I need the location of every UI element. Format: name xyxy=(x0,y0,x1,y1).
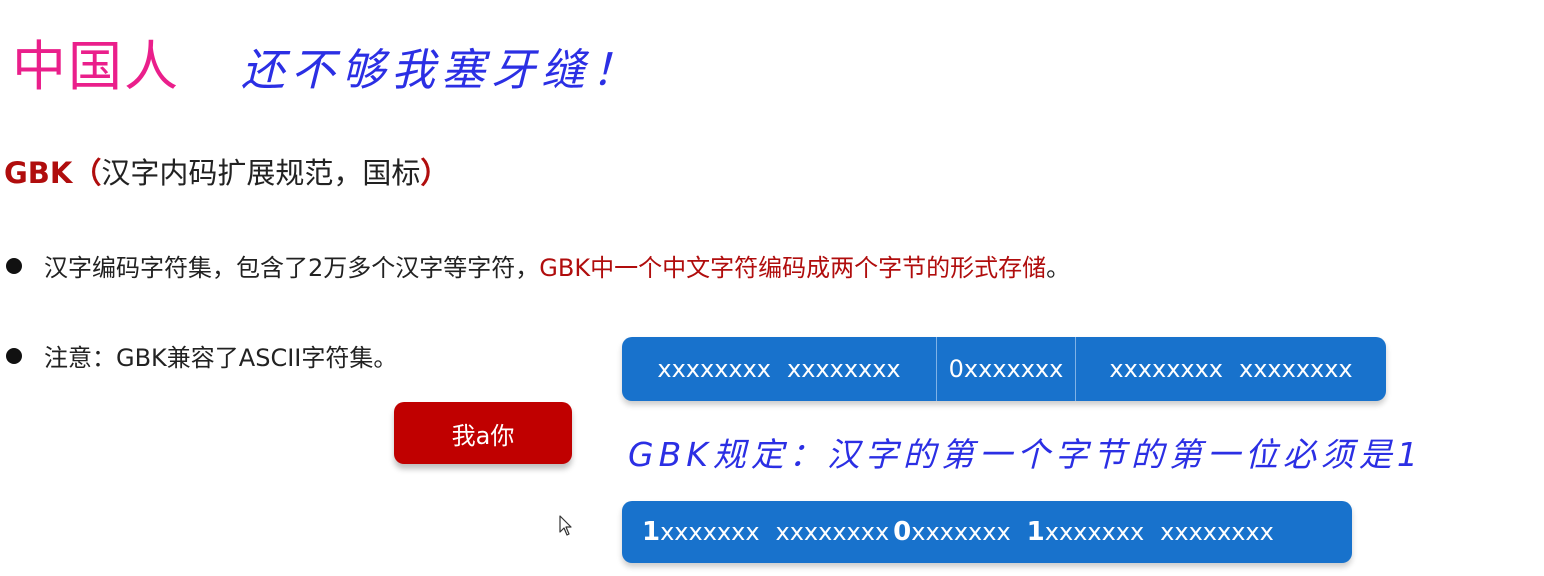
example-text-button[interactable]: 我a你 xyxy=(394,402,572,464)
section-heading: GBK（汉字内码扩展规范，国标） xyxy=(4,150,449,192)
byte-value: xxxxxxxx xyxy=(775,518,890,546)
byte-value: xxxxxxxx xyxy=(787,355,901,383)
bullet-item-ascii: 注意：GBK兼容了ASCII字符集。 xyxy=(6,338,397,373)
byte-segment-chinese-2: xxxxxxxx xxxxxxxx xyxy=(1076,337,1386,401)
leading-bit: 1 xyxy=(1026,517,1045,547)
title-part-blue: 还不够我塞牙缝！ xyxy=(241,45,642,96)
gbk-rule-note: GBK规定：汉字的第一个字节的第一位必须是1 xyxy=(628,435,1423,474)
leading-bit: 0 xyxy=(893,517,912,547)
byte-value: xxxxxxxx xyxy=(1239,355,1353,383)
byte-value: xxxxxxx xyxy=(911,518,1011,546)
title-part-pink: 中国人 xyxy=(12,35,180,98)
byte-value: xxxxxxx xyxy=(660,518,760,546)
bullet-dot-icon xyxy=(6,258,22,274)
byte-value: xxxxxxxx xyxy=(1109,355,1223,383)
leading-bit: 1 xyxy=(642,517,661,547)
bullet-highlight: GBK中一个中文字符编码成两个字节的形式存储 xyxy=(539,254,1047,282)
example-text-label: 我a你 xyxy=(451,421,515,450)
byte-segment-chinese-1: xxxxxxxx xxxxxxxx xyxy=(622,337,936,401)
bullet-item-charset: 汉字编码字符集，包含了2万多个汉字等字符，GBK中一个中文字符编码成两个字节的形… xyxy=(6,248,1070,283)
bullet-text: 汉字编码字符集，包含了2万多个汉字等字符， xyxy=(44,254,540,282)
bullet-tail: 。 xyxy=(1046,254,1071,282)
bullet-dot-icon xyxy=(6,348,22,364)
heading-close-paren: ） xyxy=(420,156,450,190)
byte-value: xxxxxxxx xyxy=(657,355,771,383)
byte-value: xxxxxxx xyxy=(1044,518,1145,546)
heading-description: 汉字内码扩展规范，国标 xyxy=(101,156,421,190)
byte-value: xxxxxxxx xyxy=(1160,518,1274,546)
slide-title: 中国人 还不够我塞牙缝！ xyxy=(12,22,641,98)
mouse-pointer-icon xyxy=(559,515,572,536)
byte-value: 0xxxxxxx xyxy=(948,355,1064,383)
byte-segment-ascii: 0xxxxxxx xyxy=(936,337,1076,401)
bullet-text: 注意：GBK兼容了ASCII字符集。 xyxy=(44,344,398,372)
heading-open-paren: （ xyxy=(72,156,102,190)
heading-gbk: GBK xyxy=(4,156,73,190)
